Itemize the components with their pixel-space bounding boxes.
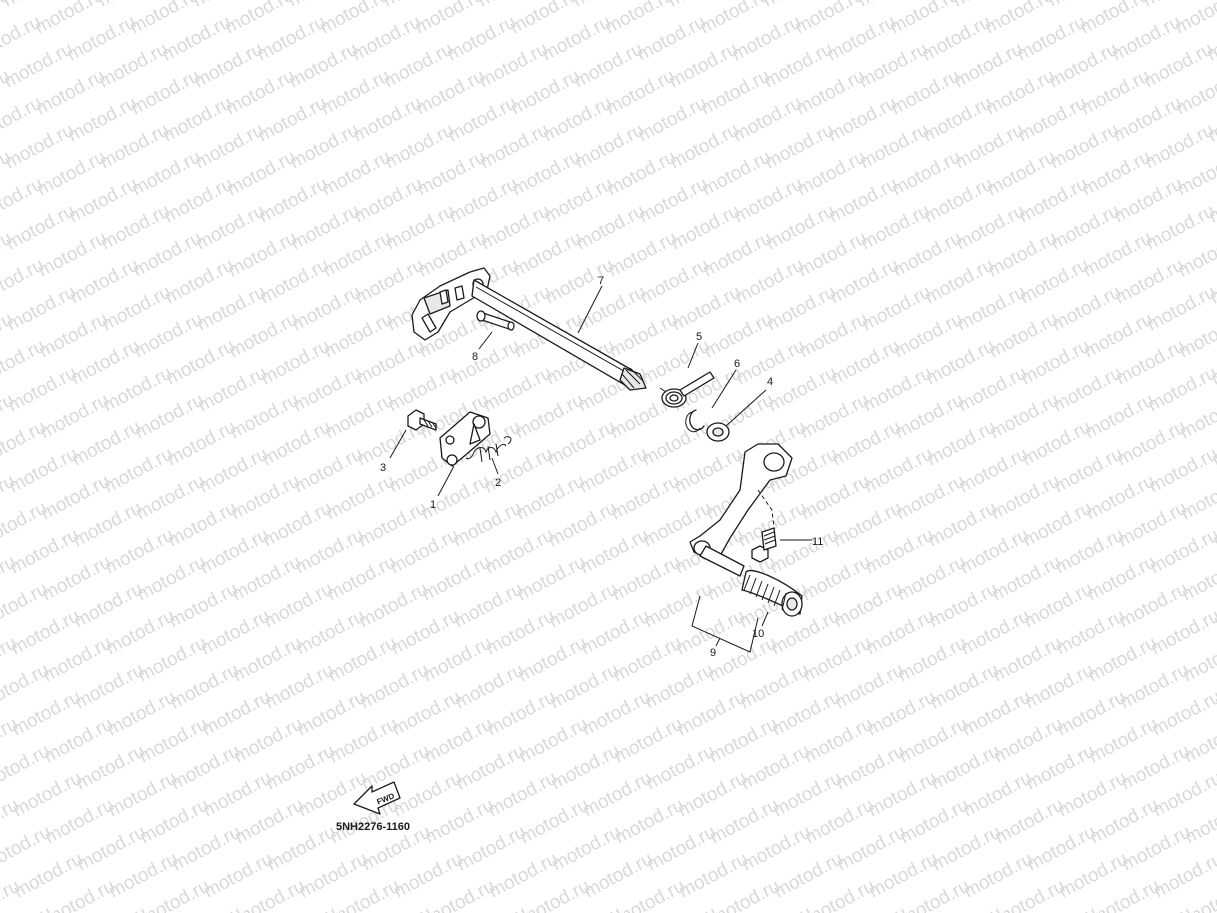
part-1-stopper-lever [439, 411, 491, 467]
part-6-circlip [685, 409, 705, 433]
part-5-torsion-spring [659, 371, 715, 408]
callout-6: 6 [734, 358, 740, 370]
part-4-washer [706, 422, 730, 442]
callout-7: 7 [598, 275, 604, 287]
callout-2: 2 [495, 477, 501, 489]
callouts: 7 8 5 6 4 3 1 2 11 10 9 [380, 275, 823, 659]
callout-3: 3 [380, 462, 386, 474]
leader-lines [389, 285, 812, 653]
part-9-shift-pedal [689, 443, 793, 577]
part-2-spring [465, 436, 512, 463]
callout-10: 10 [752, 628, 764, 640]
part-8-pin [476, 310, 515, 331]
callout-5: 5 [696, 331, 702, 343]
callout-8: 8 [472, 351, 478, 363]
fwd-arrow-icon: FWD [353, 781, 401, 815]
part-3-bolt [407, 409, 437, 431]
diagram-code: 5NH2276-1160 [336, 821, 410, 833]
part-11-bolt [751, 527, 777, 563]
part-10-pedal-rubber [741, 570, 803, 617]
callout-9: 9 [710, 647, 716, 659]
part-7-shift-shaft [411, 267, 647, 391]
callout-1: 1 [430, 499, 436, 511]
callout-4: 4 [767, 376, 773, 388]
watermark-text: motod.ru [0, 903, 56, 913]
callout-11: 11 [812, 536, 823, 548]
